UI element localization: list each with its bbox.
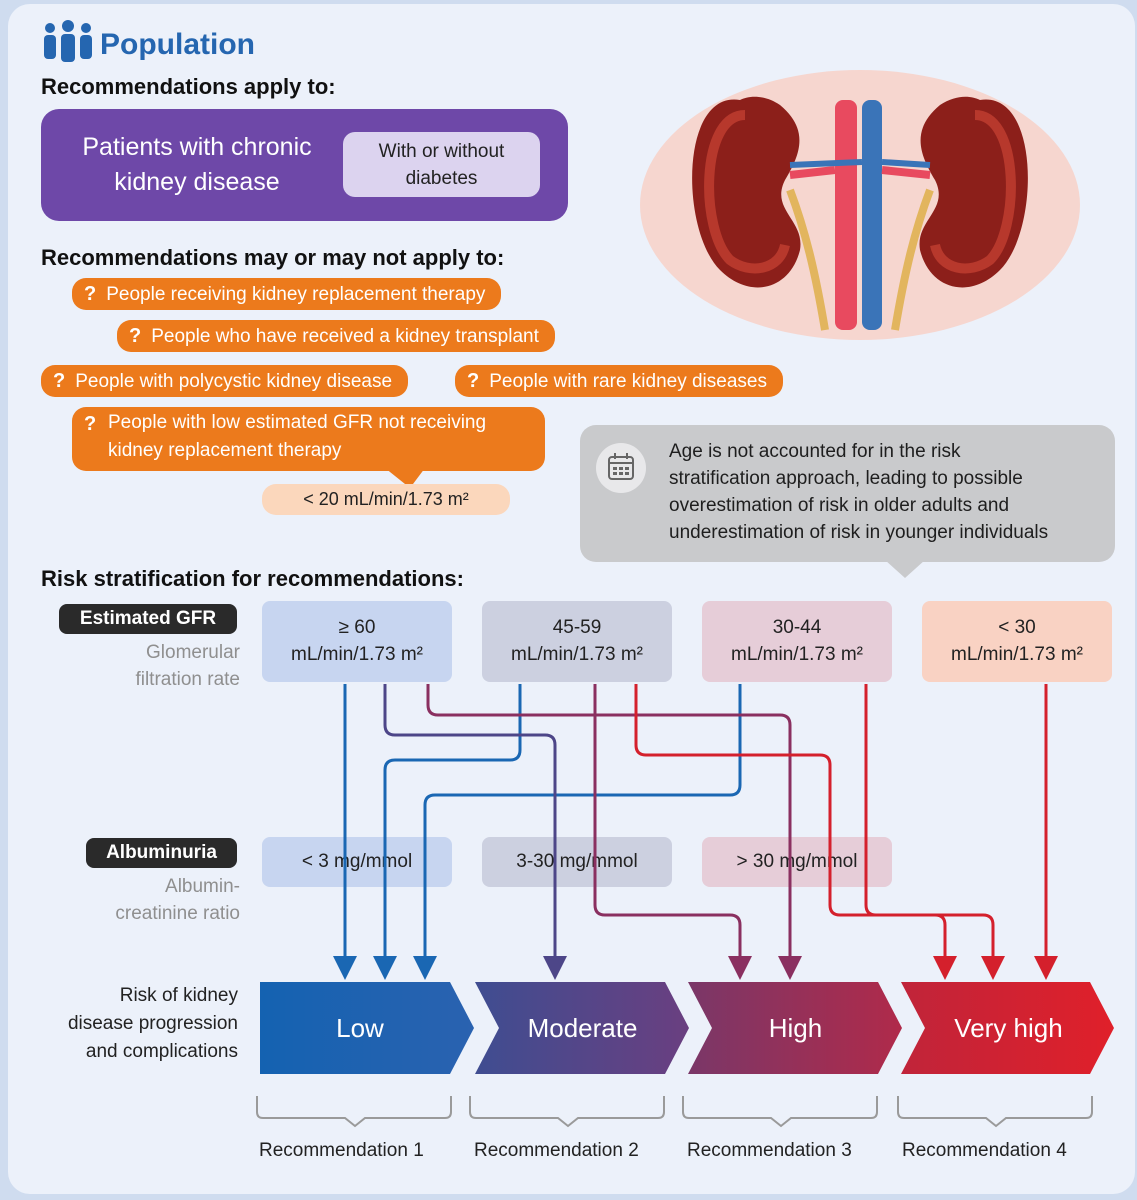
recommendation-2: Recommendation 2 [474,1140,639,1161]
low-gfr-threshold: < 20 mL/min/1.73 m² [262,484,510,515]
question-icon: ? [129,325,142,347]
level-moderate: Moderate [527,1012,638,1043]
group-polycystic: ?People with polycystic kidney disease [41,365,409,397]
recommendation-1: Recommendation 1 [259,1140,424,1161]
speech-pointer [385,468,425,488]
question-icon: ? [84,283,97,305]
applies-to-heading: Recommendations apply to: [41,74,336,99]
question-icon: ? [467,370,480,392]
egfr-label: Estimated GFR [59,604,237,634]
question-icon: ? [84,413,97,435]
calendar-icon [596,443,646,493]
diabetes-tag: With or without diabetes [343,132,540,197]
level-very-high: Very high [954,1012,1063,1043]
recommendation-4: Recommendation 4 [902,1140,1067,1161]
band-moderate [475,982,689,1074]
group-kidney-transplant: ?People who have received a kidney trans… [117,320,555,352]
group-low-gfr: ? People with low estimated GFR not rece… [72,407,545,471]
egfr-box-2: 45-59 mL/min/1.73 m² [482,601,672,682]
egfr-box-1: ≥ 60 mL/min/1.73 m² [262,601,452,682]
egfr-box-3: 30-44 mL/min/1.73 m² [702,601,892,682]
band-very-high [901,982,1114,1074]
alb-box-3: > 30 mg/mmol [702,837,892,887]
egfr-box-4: < 30 mL/min/1.73 m² [922,601,1112,682]
outcome-label: Risk of kidney disease progression and c… [67,985,238,1062]
alb-box-2: 3-30 mg/mmol [482,837,672,887]
group-rare-diseases: ?People with rare kidney diseases [455,365,783,397]
kidney-illustration [640,70,1080,340]
band-high [688,982,902,1074]
brace-1 [256,1096,452,1128]
risk-heading: Risk stratification for recommendations: [41,566,464,591]
people-icon [44,20,92,62]
brace-4 [897,1096,1093,1128]
level-high: High [768,1012,823,1043]
note-pointer [885,560,925,578]
recommendation-3: Recommendation 3 [687,1140,852,1161]
albuminuria-sublabel: Albumin- creatinine ratio [115,876,240,924]
brace-2 [469,1096,665,1128]
age-note-text: Age is not accounted for in the risk str… [669,441,1049,543]
population-title: Population [100,28,255,61]
band-low [260,982,474,1074]
main-population-text: Patients with chronic kidney disease [82,133,312,196]
may-apply-heading: Recommendations may or may not apply to: [41,245,505,270]
question-icon: ? [53,370,66,392]
brace-3 [682,1096,878,1128]
egfr-sublabel: Glomerular filtration rate [135,642,240,690]
level-low: Low [336,1012,384,1043]
group-kidney-replacement: ?People receiving kidney replacement the… [72,278,502,310]
albuminuria-label: Albuminuria [86,838,237,868]
age-note-box [580,425,1115,562]
